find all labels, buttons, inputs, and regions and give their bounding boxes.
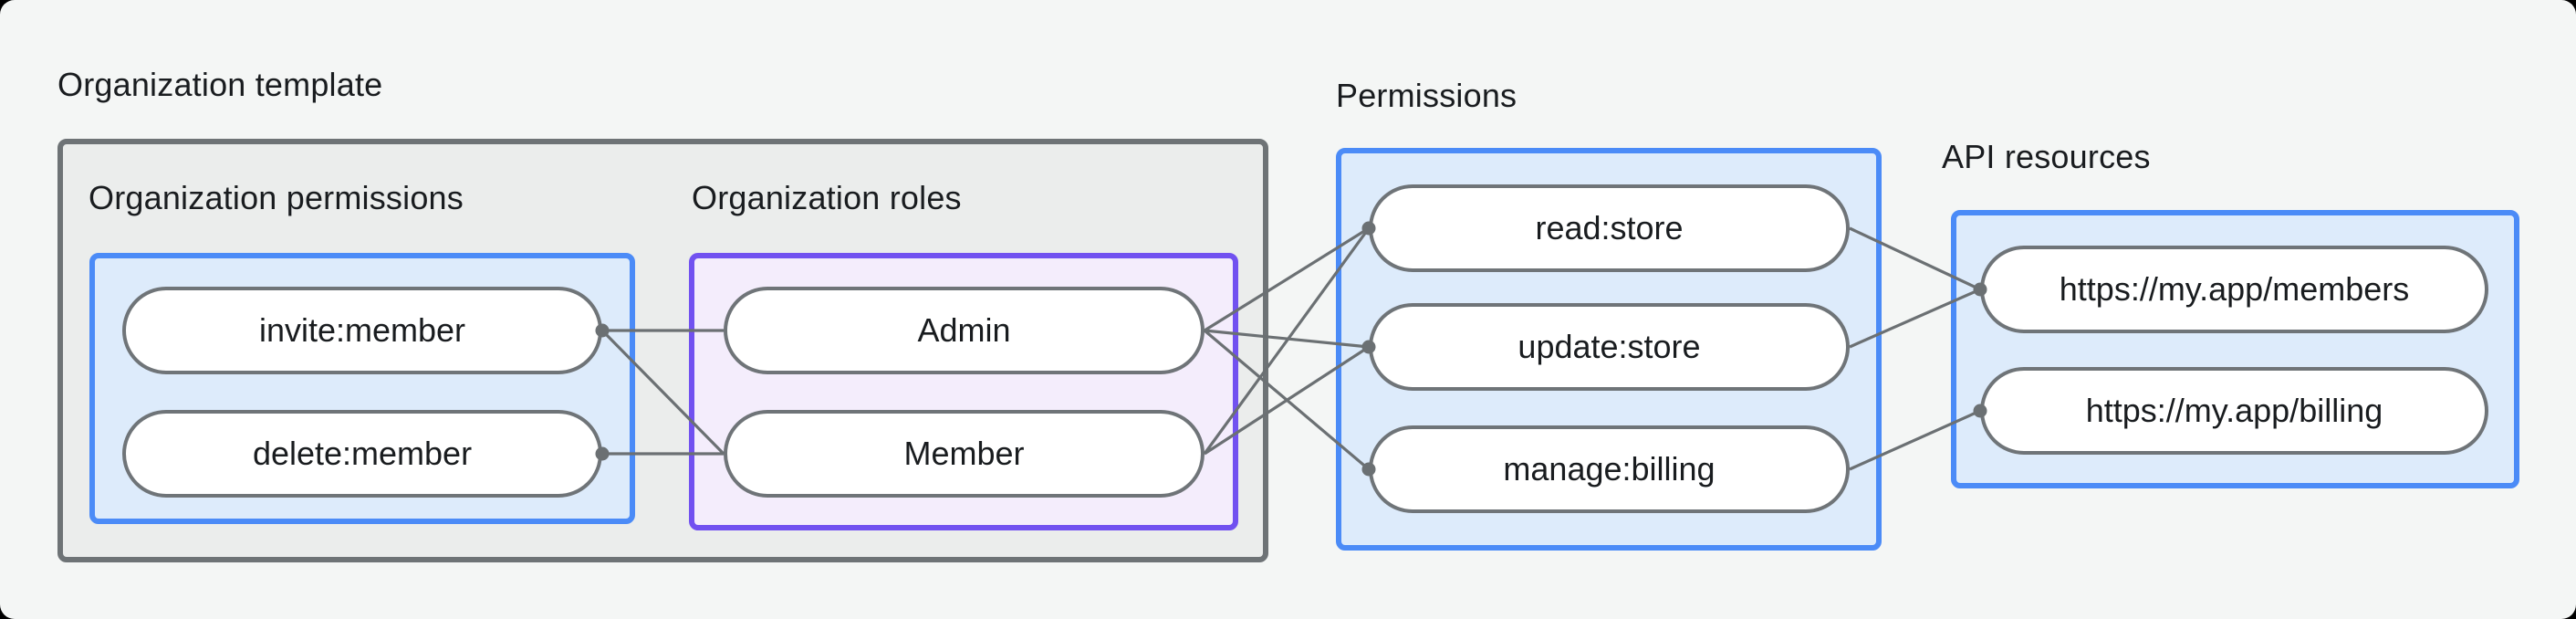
permissions-label: Permissions bbox=[1336, 77, 1517, 114]
node-delete-member: delete:member bbox=[122, 410, 602, 498]
node-member-role: Member bbox=[724, 410, 1205, 498]
organization-permissions-label: Organization permissions bbox=[89, 179, 464, 216]
organization-template-label: Organization template bbox=[57, 66, 383, 103]
node-invite-member: invite:member bbox=[122, 287, 602, 374]
node-members-url: https://my.app/members bbox=[1980, 246, 2488, 333]
node-read-store: read:store bbox=[1369, 184, 1850, 272]
node-update-store: update:store bbox=[1369, 303, 1850, 391]
node-manage-billing: manage:billing bbox=[1369, 425, 1850, 513]
node-admin-role: Admin bbox=[724, 287, 1205, 374]
node-billing-url: https://my.app/billing bbox=[1980, 367, 2488, 455]
organization-roles-label: Organization roles bbox=[692, 179, 962, 216]
api-resources-label: API resources bbox=[1942, 138, 2151, 175]
